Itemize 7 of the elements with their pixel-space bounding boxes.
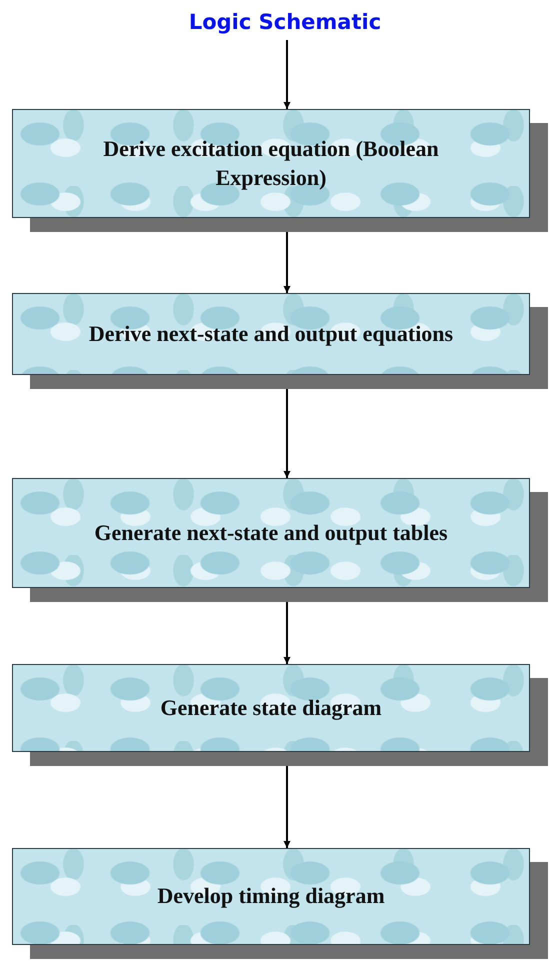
step-text: Derive next-state and output equations <box>88 320 454 348</box>
step-text: Derive excitation equation (Boolean Expression) <box>102 134 440 192</box>
diagram-title: Logic Schematic <box>150 4 420 40</box>
step-text: Generate state diagram <box>160 694 382 722</box>
step-text: Develop timing diagram <box>157 882 385 910</box>
arrow <box>284 40 290 109</box>
step-text: Generate next-state and output tables <box>94 518 448 547</box>
